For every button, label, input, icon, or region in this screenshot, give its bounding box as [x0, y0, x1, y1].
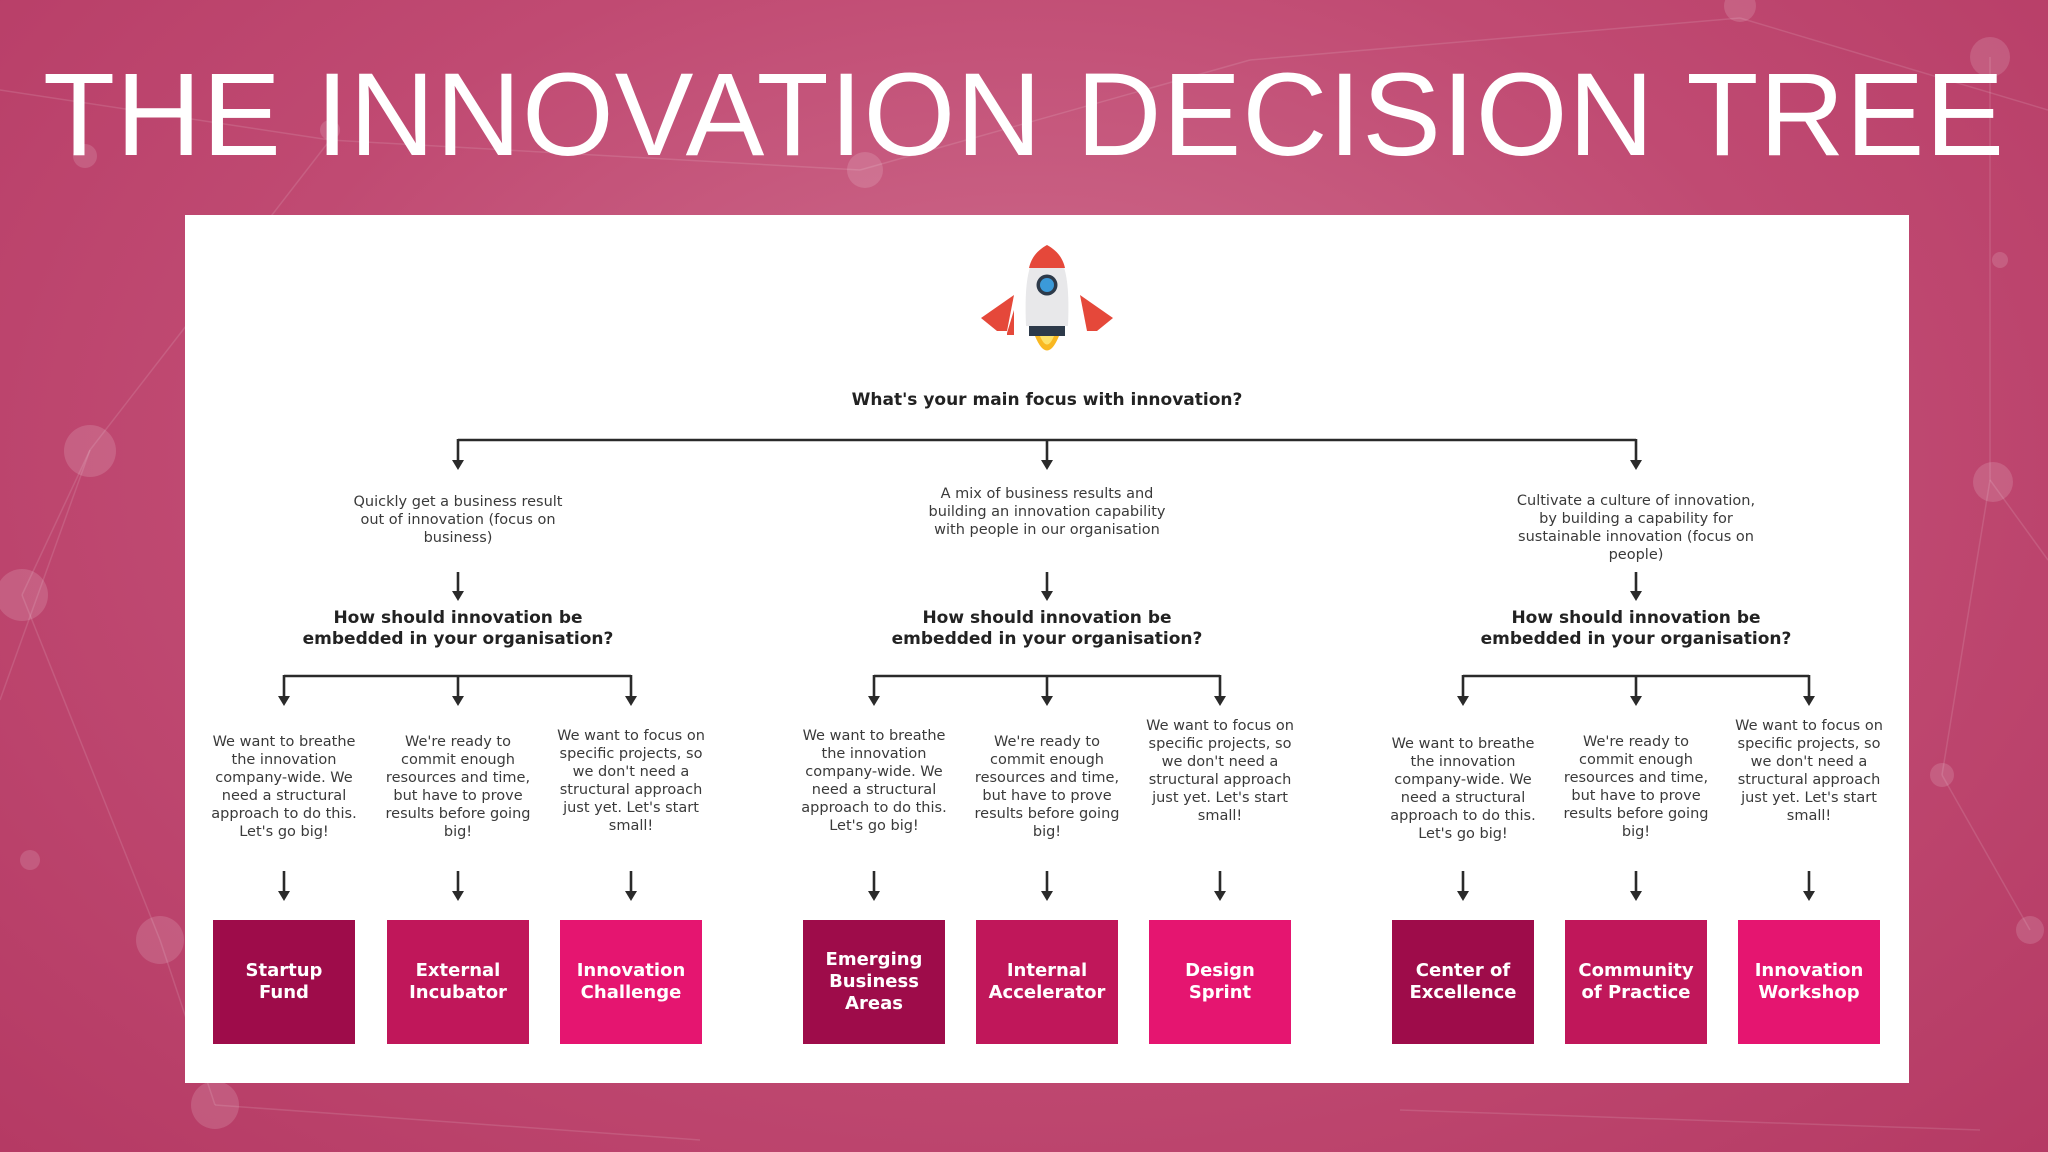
rocket-icon [981, 245, 1113, 351]
option-start-small: We want to focus on specific projects, s… [557, 728, 705, 834]
result-innovation-workshop: Innovation Workshop [1738, 920, 1880, 1044]
option-prove-results: We're ready to commit enough resources a… [974, 734, 1120, 840]
option-go-big: We want to breathe the innovation compan… [1390, 736, 1536, 842]
option-go-big: We want to breathe the innovation compan… [211, 734, 357, 840]
result-external-incubator: External Incubator [387, 920, 529, 1044]
decision-tree-panel: What's your main focus with innovation? … [185, 215, 1909, 1083]
focus-mixed: A mix of business results and building a… [928, 486, 1166, 538]
option-prove-results: We're ready to commit enough resources a… [1563, 734, 1709, 840]
slide-title: THE INNOVATION DECISION TREE [42, 49, 2006, 181]
tree-connectors [282, 438, 1811, 891]
result-internal-accelerator: Internal Accelerator [976, 920, 1118, 1044]
result-community-of-practice: Community of Practice [1565, 920, 1707, 1044]
arrowheads [278, 460, 1815, 901]
result-startup-fund: Startup Fund [213, 920, 355, 1044]
option-start-small: We want to focus on specific projects, s… [1146, 718, 1294, 824]
embed-question-business: How should innovation be embedded in you… [302, 608, 614, 649]
connector-lines [278, 245, 1815, 901]
root-question: What's your main focus with innovation? [851, 390, 1243, 410]
result-design-sprint: Design Sprint [1149, 920, 1291, 1044]
result-innovation-challenge: Innovation Challenge [560, 920, 702, 1044]
option-prove-results: We're ready to commit enough resources a… [385, 734, 531, 840]
focus-people: Cultivate a culture of innovation, by bu… [1516, 493, 1756, 563]
embed-question-mixed: How should innovation be embedded in you… [891, 608, 1203, 649]
option-start-small: We want to focus on specific projects, s… [1735, 718, 1883, 824]
focus-business: Quickly get a business result out of inn… [353, 494, 563, 546]
option-go-big: We want to breathe the innovation compan… [801, 728, 947, 834]
result-emerging-business-areas: Emerging Business Areas [803, 920, 945, 1044]
result-center-of-excellence: Center of Excellence [1392, 920, 1534, 1044]
embed-question-people: How should innovation be embedded in you… [1480, 608, 1792, 649]
